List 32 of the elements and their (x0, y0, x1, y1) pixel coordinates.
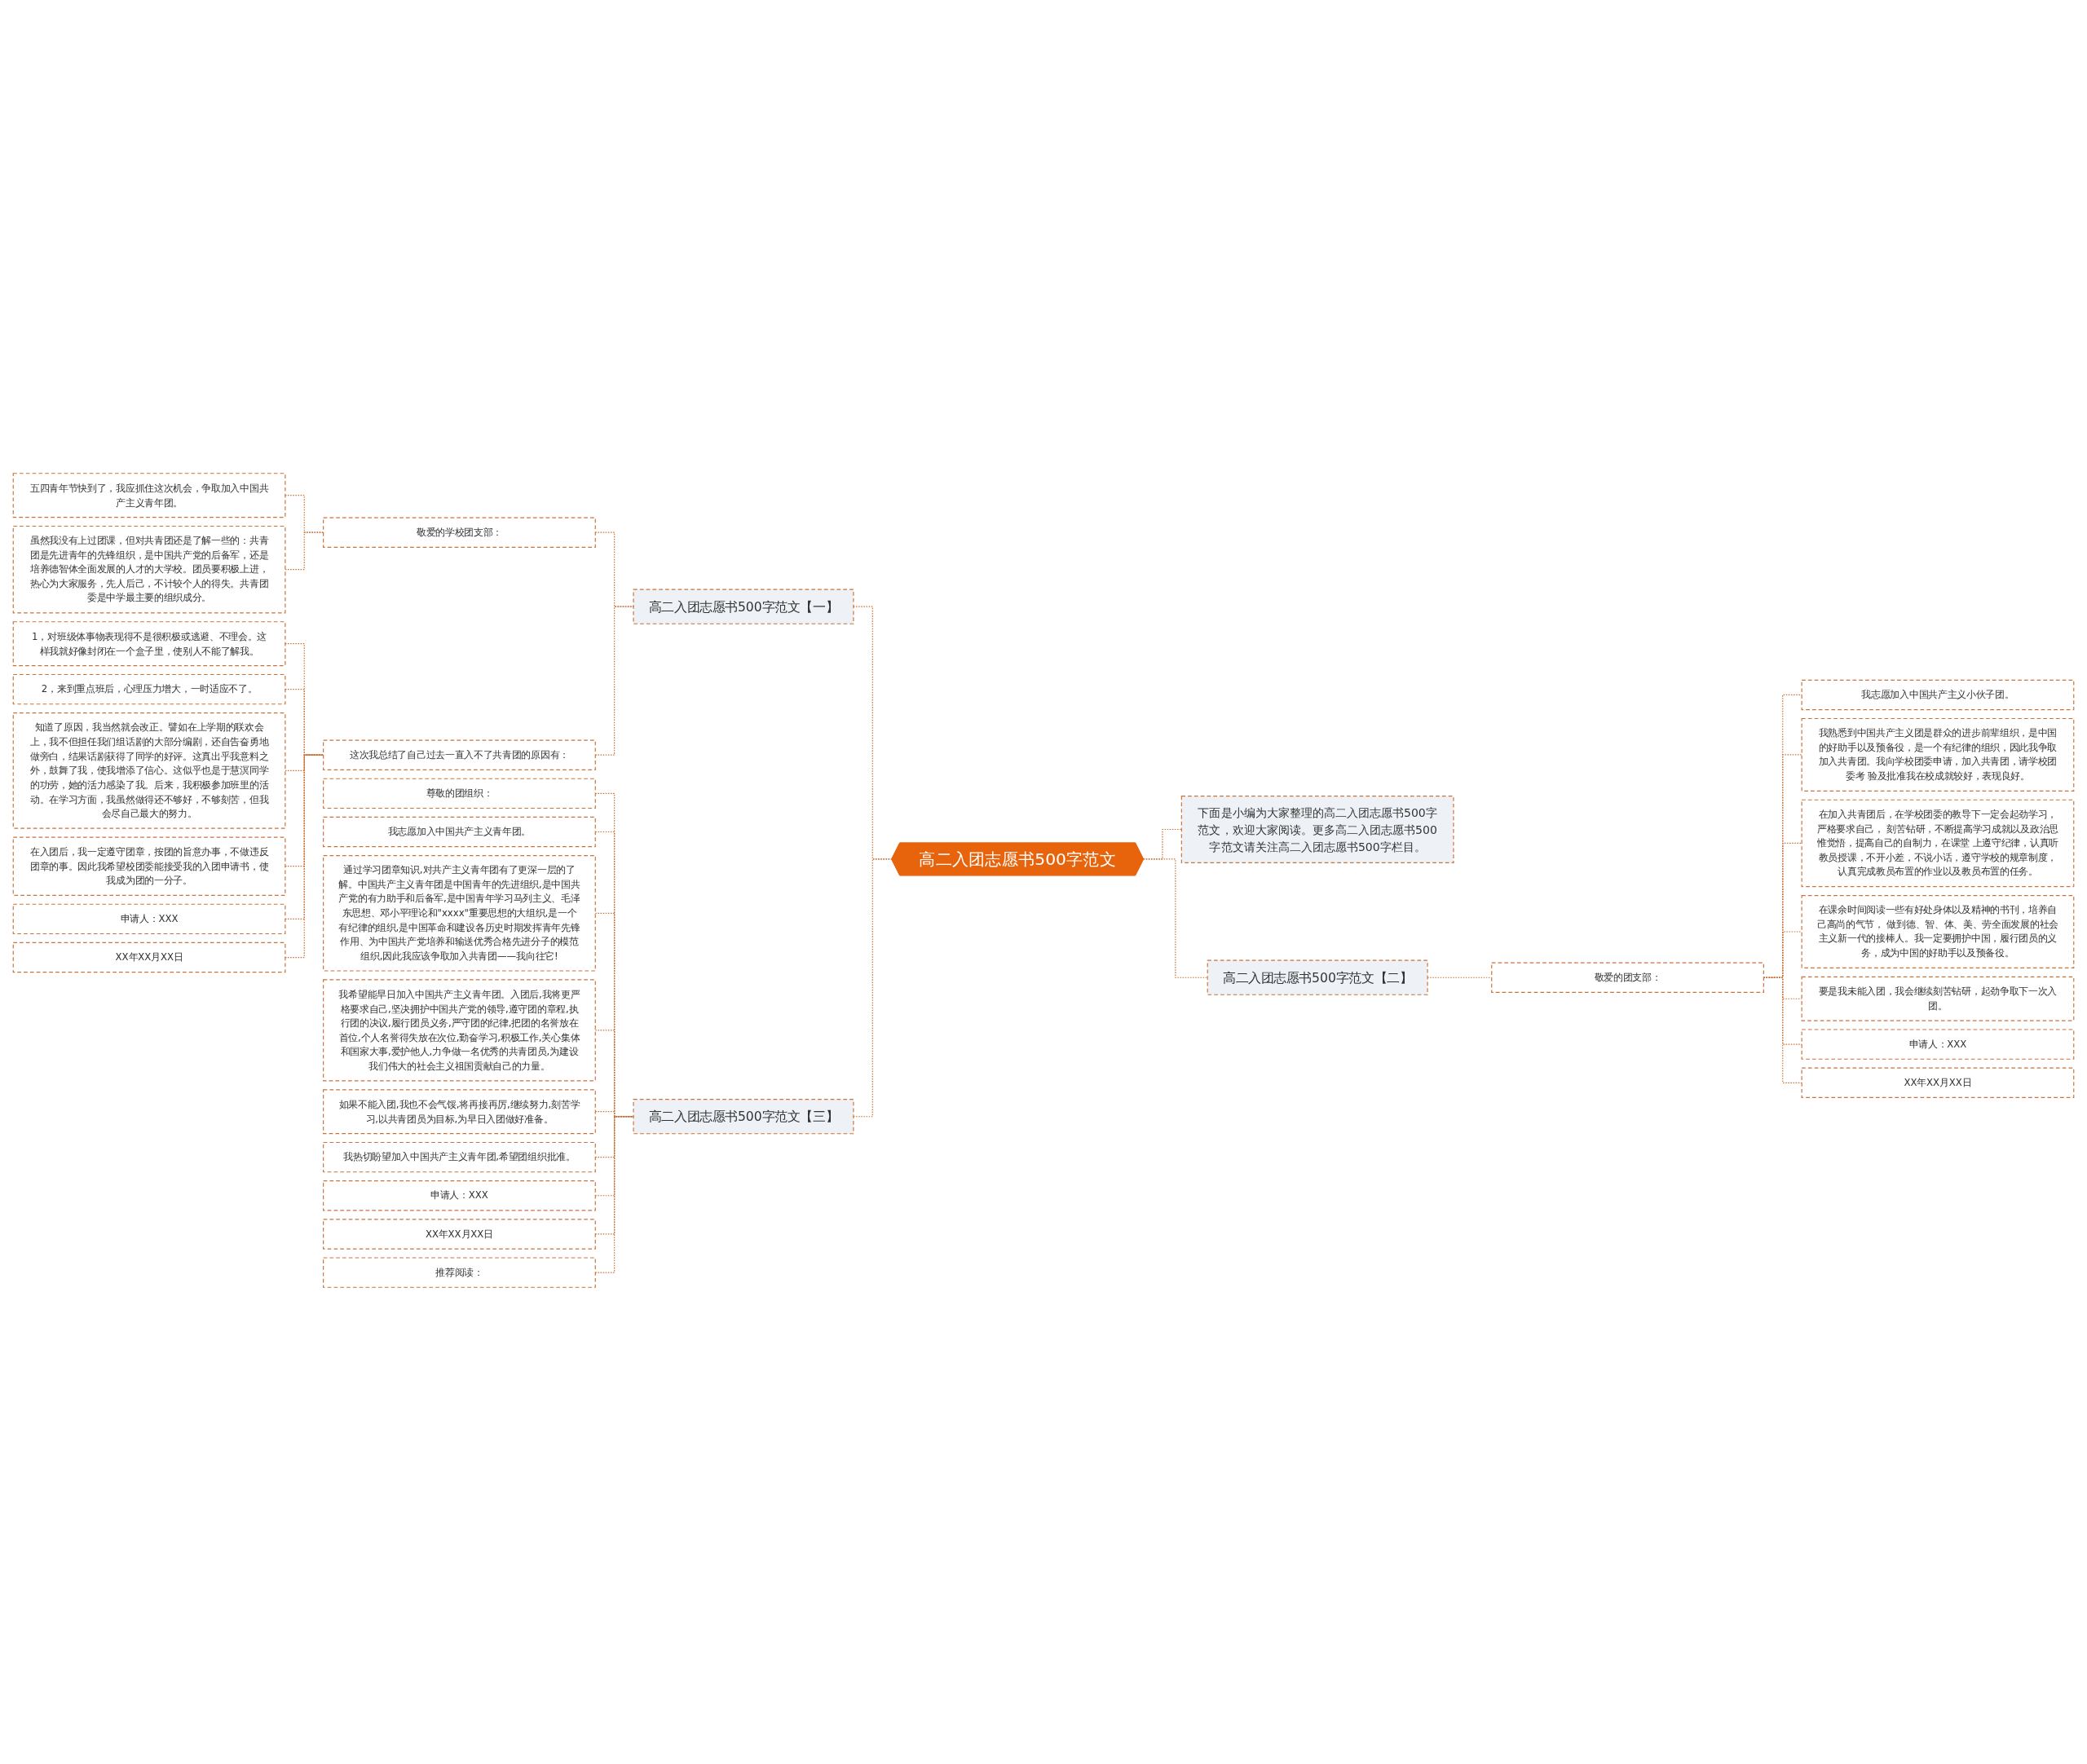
connector (1142, 858, 1208, 978)
node-box: 我熟悉到中国共产主义团是群众的进步前辈组织，是中国的好助手以及预备役，是一个有纪律的组织，因此我争取加入共青团。我向学校团委申请，加入共青团，请学校团委考 验及批准我在校成就较好，表现良好。 (1801, 717, 2075, 792)
node-box: 尊敬的团组织： (323, 778, 596, 809)
node-box: 要是我未能入团，我会继续刻苦钻研，起劲争取下一次入团。 (1801, 976, 2075, 1021)
node-box: 2，来到重点班后，心理压力增大，一时适应不了。 (12, 673, 286, 705)
node-box: 虽然我没有上过团课，但对共青团还是了解一些的：共青团是先进青年的先锋组织，是中国共产党的后备军，还是培养德智体全面发展的人才的大学校。团员要积极上进，热心为大家服务，先人后己，不计较个人的得失。共青团委是中学最主要的组织成分。 (12, 525, 286, 614)
node-box: 在加入共青团后，在学校团委的教导下一定会起劲学习，严格要求自己， 刻苦钻研，不断提高学习成就以及政治思惟觉悟，提高自己的自制力，在课堂 上遵守纪律，认真听教员授课，不开小差，不说小话，遵守学校的规章制度，认真完成教员布置的作业以及教员布置的任务。 (1801, 799, 2075, 888)
node-box: XX年XX月XX日 (323, 1219, 596, 1250)
node-box: 我志愿加入中国共产主义小伙子团。 (1801, 679, 2075, 711)
node-box: 知道了原因，我当然就会改正。譬如在上学期的联欢会上，我不但担任我们组话剧的大部分编剧，还自告奋勇地做旁白，结果话剧获得了同学的好评。这真出乎我意料之外，鼓舞了我，使我增添了信心。这似乎也是于慧溟同学的功劳，她的活力感染了我。后来，我积极参加班里的活动。在学习方面，我虽然做得还不够好，不够刻苦，但我会尽自己最大的努力。 (12, 712, 286, 829)
node-box: 推荐阅读： (323, 1257, 596, 1288)
node-box: 通过学习团章知识,对共产主义青年团有了更深一层的了解。中国共产主义青年团是中国青年的先进组织,是中国共产党的有力助手和后备军,是中国青年学习马列主义、毛泽东思想、邓小平理论和"xxxx"重要思想的大组织,是一个有纪律的组织,是中国革命和建设各历史时期发挥青年先锋作用、为中国共产党培养和输送优秀合格先进分子的模范组织,因此我应该争取加入共青团——我向往它! (323, 854, 596, 972)
node-box: 如果不能入团,我也不会气馁,将再接再厉,继续努力,刻苦学习,以共青团员为目标,为早日入团做好准备。 (323, 1089, 596, 1135)
node-box: 我志愿加入中国共产主义青年团。 (323, 816, 596, 848)
node-box: 这次我总结了自己过去一直入不了共青团的原因有： (323, 739, 596, 770)
node-box: XX年XX月XX日 (1801, 1067, 2075, 1099)
node-box: 我热切盼望加入中国共产主义青年团,希望团组织批准。 (323, 1141, 596, 1173)
node-box: 1，对班级体事物表现得不是很积极或逃避、不理会。这样我就好像封闭在一个盒子里，使别人不能了解我。 (12, 621, 286, 667)
node-box: 申请人：XXX (323, 1180, 596, 1211)
node-box: 申请人：XXX (12, 903, 286, 935)
node-box: 五四青年节快到了，我应抓住这次机会，争取加入中国共产主义青年团。 (12, 473, 286, 518)
node-box: 高二入团志愿书500字范文【一】 (633, 589, 854, 624)
node-box: 高二入团志愿书500字范文【三】 (633, 1099, 854, 1135)
node-box: 敬爱的学校团支部： (323, 517, 596, 548)
node-box: 下面是小编为大家整理的高二入团志愿书500字范文，欢迎大家阅读。更多高二入团志愿书500字范文请关注高二入团志愿书500字栏目。 (1180, 796, 1454, 863)
node-box: 高二入团志愿书500字范文【二】 (1207, 959, 1428, 995)
node-box: 在入团后，我一定遵守团章，按团的旨意办事，不做违反团章的事。因此我希望校团委能接受我的入团申请书，使我成为团的一分子。 (12, 836, 286, 896)
node-box: 在课余时间阅读一些有好处身体以及精神的书刊，培养自己高尚的气节， 做到德、智、体、美、劳全面发展的社会主义新一代的接棒人。我一定要拥护中国，履行团员的义务，成为中国的好助手以及预备役。 (1801, 894, 2075, 968)
node-box: 申请人：XXX (1801, 1029, 2075, 1060)
node-box: XX年XX月XX日 (12, 942, 286, 973)
node-box: 敬爱的团支部： (1491, 962, 1764, 993)
node-box: 我希望能早日加入中国共产主义青年团。入团后,我将更严格要求自己,坚决拥护中国共产党的领导,遵守团的章程,执行团的决议,履行团员义务,严守团的纪律,把团的名誉放在首位,个人名誉得失放在次位,勤奋学习,积极工作,关心集体和国家大事,爱护他人,力争做一名优秀的共青团员,为建设我们伟大的社会主义祖国贡献自己的力量。 (323, 979, 596, 1082)
